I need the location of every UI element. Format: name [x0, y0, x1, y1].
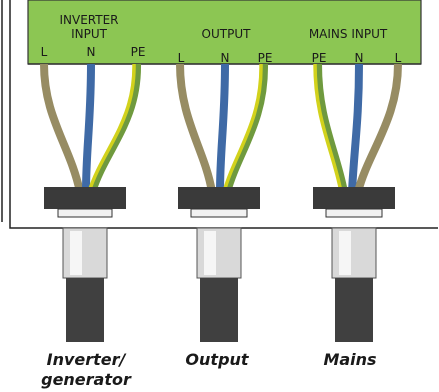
group-3-terminal-label: PE	[312, 51, 327, 65]
wire-line	[354, 63, 402, 194]
wire-earth-yellow	[87, 63, 136, 193]
gland-nut	[313, 187, 395, 209]
cable-gland-1	[44, 187, 126, 342]
enclosure	[1, 0, 438, 229]
group-1-terminal-label: N	[87, 45, 96, 59]
wire-earth-yellow	[313, 63, 343, 193]
group-3-terminal-label: N	[355, 51, 364, 65]
cable-sheath	[200, 278, 238, 342]
wire-line	[176, 63, 216, 193]
cable-sheath	[335, 278, 373, 342]
cable-gland-2	[178, 187, 260, 342]
wires-mains-input	[313, 63, 402, 194]
wires-output	[176, 63, 269, 194]
gland-body	[196, 227, 242, 279]
group-1-terminal-label: PE	[131, 45, 146, 59]
gland-washer	[57, 208, 113, 218]
wire-neutral	[348, 63, 363, 193]
gland-body-highlight	[70, 231, 82, 275]
caption-inverter-line-2: generator	[41, 370, 132, 389]
group-2-name: OUTPUT	[202, 27, 252, 41]
gland-nut	[44, 187, 126, 209]
wires-inverter-input	[40, 63, 142, 194]
group-2-terminal-label: N	[221, 51, 230, 65]
cable-sheath	[66, 278, 104, 342]
gland-washer	[190, 208, 248, 218]
group-2-terminal-label: PE	[258, 51, 273, 65]
wire-earth-yellow	[222, 63, 263, 193]
gland-body-highlight	[339, 231, 351, 275]
group-3-name: MAINS INPUT	[309, 27, 388, 41]
wire-neutral	[82, 63, 95, 193]
gland-body	[331, 227, 377, 279]
caption-mains: Mains	[323, 350, 376, 369]
group-1-name-line-2: INPUT	[71, 27, 108, 41]
wire-neutral	[216, 63, 229, 193]
terminal-block: INVERTER INPUT L N PE OUTPUT L N PE MAIN…	[27, 0, 422, 65]
wire-earth-green	[88, 63, 142, 194]
group-1-name-line-1: INVERTER	[59, 13, 118, 27]
group-1-terminal-label: L	[41, 45, 48, 59]
gland-washer	[325, 208, 383, 218]
group-2-terminal-label: L	[178, 51, 185, 65]
group-3-terminal-label: L	[395, 51, 402, 65]
gland-body	[62, 227, 108, 279]
wire-earth-green	[223, 63, 269, 194]
terminal-block-bar	[27, 0, 422, 65]
gland-nut	[178, 187, 260, 209]
caption-output: Output	[185, 350, 249, 369]
wire-line	[40, 63, 84, 193]
wire-earth-green	[314, 63, 348, 193]
gland-body-highlight	[204, 231, 216, 275]
cable-gland-3	[313, 187, 395, 342]
caption-inverter-line-1: Inverter/	[47, 350, 127, 369]
